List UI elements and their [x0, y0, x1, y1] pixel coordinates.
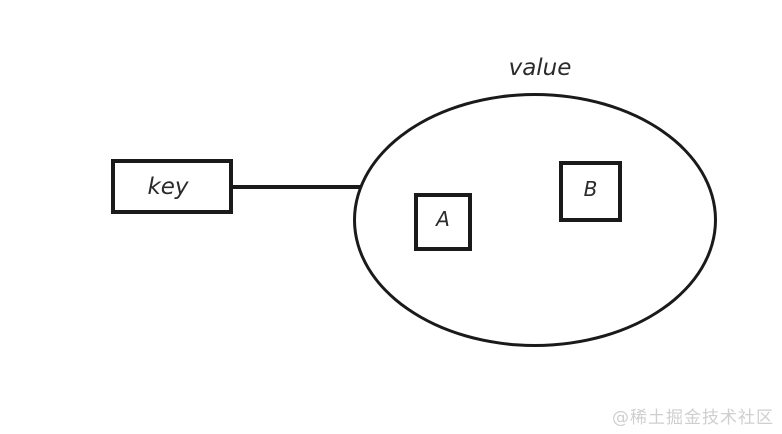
key-node-label: key	[147, 173, 189, 200]
member-a-box: A	[414, 193, 472, 251]
watermark-text: @稀土掘金技术社区	[612, 408, 774, 428]
key-node-box: key	[111, 159, 233, 214]
member-b-label: B	[583, 176, 598, 201]
value-set-ellipse	[353, 93, 717, 347]
member-b-box: B	[559, 161, 622, 222]
key-to-value-connector-line	[233, 185, 361, 189]
member-a-label: A	[436, 207, 450, 231]
value-set-label: value	[508, 55, 572, 81]
